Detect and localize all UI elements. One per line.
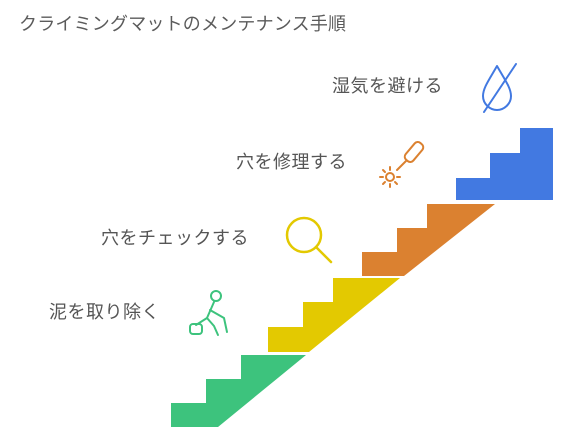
stair-segment-green — [171, 355, 306, 427]
step-label-check-holes: 穴をチェックする — [101, 228, 249, 249]
stair-segment-orange — [362, 204, 495, 276]
step-label-avoid-moisture: 湿気を避ける — [332, 76, 443, 97]
diagram-title: クライミングマットのメンテナンス手順 — [19, 14, 347, 35]
person-mopping-icon — [189, 290, 228, 336]
magnifying-glass-icon — [285, 216, 333, 264]
no-moisture-drop-icon — [482, 63, 517, 113]
step-label-remove-mud: 泥を取り除く — [49, 302, 160, 323]
stair-segment-yellow — [268, 278, 400, 352]
repair-tool-icon — [379, 140, 425, 188]
stair-segment-blue — [456, 128, 553, 200]
step-label-repair-holes: 穴を修理する — [236, 152, 347, 173]
